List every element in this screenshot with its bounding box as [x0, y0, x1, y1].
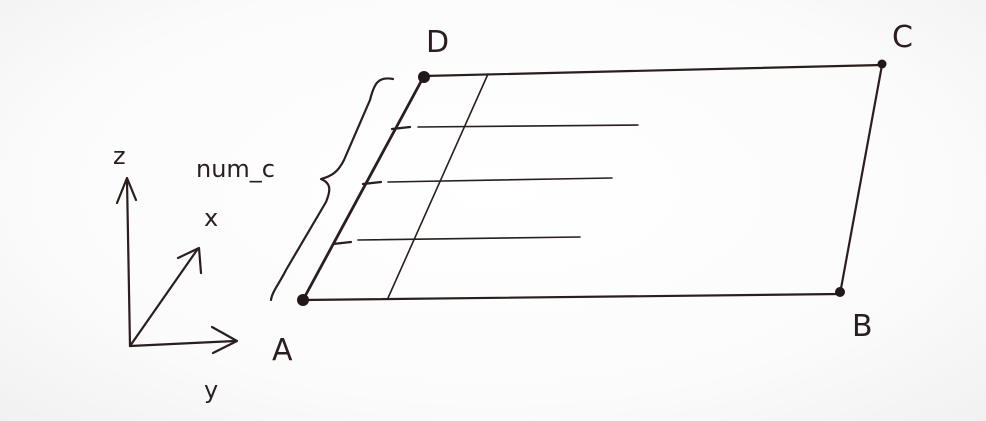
row-line-2 — [387, 177, 613, 183]
z-axis-line — [125, 178, 132, 348]
num-c-brace: num_c — [196, 77, 395, 302]
vertex-b-label: B — [852, 309, 873, 344]
row-tick-3 — [331, 240, 353, 246]
x-axis-line — [128, 248, 199, 348]
plate-abcd: A B C D — [272, 20, 913, 368]
vertex-c-label: C — [892, 20, 913, 55]
coordinate-axes: z x y — [113, 142, 239, 404]
vertex-b-dot — [835, 287, 845, 297]
row-tick-1 — [390, 125, 412, 131]
row-tick-2 — [361, 180, 383, 186]
edge-d-a — [301, 74, 426, 302]
z-axis-arrowhead — [115, 176, 138, 205]
y-axis-arrowhead — [210, 325, 239, 355]
vertex-a-dot — [297, 294, 309, 306]
edge-c-d — [422, 63, 884, 78]
x-axis-arrowhead — [176, 246, 203, 275]
vertex-c-dot — [877, 59, 887, 69]
edge-a-b — [301, 292, 842, 302]
edge-b-c — [838, 63, 884, 296]
z-axis-label: z — [113, 142, 126, 170]
row-line-1 — [417, 124, 639, 128]
y-axis-label: y — [204, 376, 218, 404]
row-line-3 — [357, 236, 581, 241]
y-axis-line — [128, 339, 237, 348]
x-axis-label: x — [204, 204, 218, 232]
inner-column-line — [387, 73, 489, 299]
vertex-d-label: D — [426, 25, 449, 60]
vertex-d-dot — [418, 71, 430, 83]
curly-brace — [269, 77, 395, 302]
num-c-label: num_c — [196, 155, 275, 183]
vertex-a-label: A — [272, 333, 293, 368]
